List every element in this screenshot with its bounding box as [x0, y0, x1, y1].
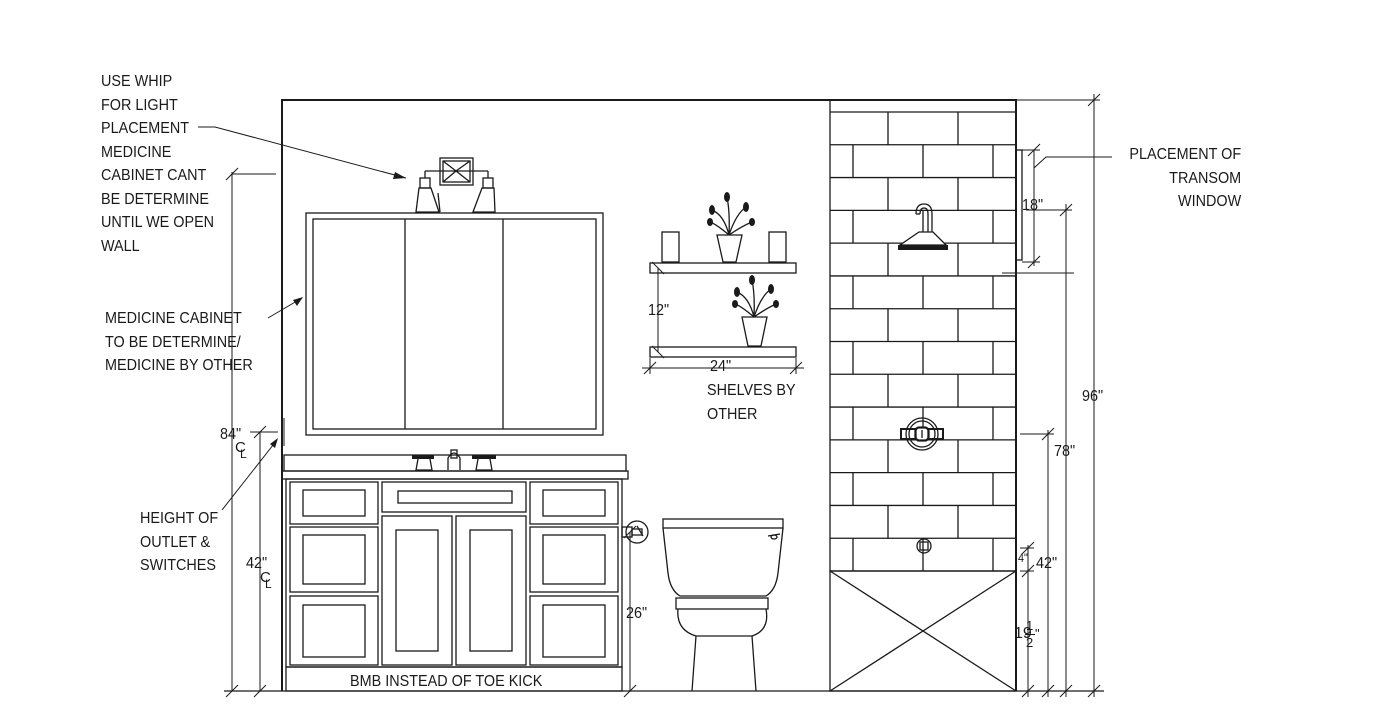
shower-base — [829, 570, 1017, 692]
tile-wall — [829, 99, 1017, 572]
shower-valve — [900, 417, 944, 451]
note-medicine-cabinet: MEDICINE CABINET TO BE DETERMINE/ MEDICI… — [105, 310, 253, 374]
dim-24-inch: 24" — [710, 358, 732, 375]
right-dimension-lines — [1016, 93, 1101, 698]
transom-window — [1015, 149, 1023, 261]
tub-spout — [916, 538, 932, 554]
wall-outline — [281, 99, 1017, 691]
note-use-whip: USE WHIP FOR LIGHT PLACEMENT MEDICINE CA… — [101, 73, 215, 255]
leader-lines — [198, 126, 1112, 511]
dim-78-inch: 78" — [1054, 443, 1076, 460]
dim-96-inch: 96" — [1082, 388, 1104, 405]
toilet — [662, 518, 784, 692]
note-transom-window: PLACEMENT OF TRANSOM WINDOW — [1129, 146, 1241, 210]
lower-shelf — [649, 275, 797, 358]
vanity — [281, 454, 629, 692]
toilet-supply-valve — [621, 520, 649, 544]
dim-26-inch: 26" — [626, 605, 648, 622]
dim-42-inch-right: 42" — [1036, 555, 1058, 572]
shelf-dimension-lines — [642, 261, 804, 375]
vanity-light-fixture — [415, 157, 496, 213]
toilet-valve-dimension-lines — [623, 525, 637, 698]
dim-19-half-inch: 19 1 2 " — [1014, 618, 1040, 650]
dim-12-inch: 12" — [648, 302, 670, 319]
medicine-cabinet — [305, 212, 604, 436]
note-bmb-toe-kick: BMB INSTEAD OF TOE KICK — [350, 673, 543, 690]
note-shelves: SHELVES BY OTHER — [707, 382, 796, 423]
dim-84-inch: 84" — [220, 426, 242, 443]
left-dimension-lines — [225, 167, 285, 698]
note-outlet-height: HEIGHT OF OUTLET & SWITCHES — [140, 510, 219, 574]
vanity-faucet — [412, 449, 496, 471]
dim-42-inch-left: 42" — [246, 555, 268, 572]
shower-head — [897, 203, 948, 250]
dim-18-inch: 18" — [1022, 197, 1044, 214]
upper-shelf — [649, 192, 797, 274]
dim-4-inch: 4" — [1018, 551, 1028, 565]
